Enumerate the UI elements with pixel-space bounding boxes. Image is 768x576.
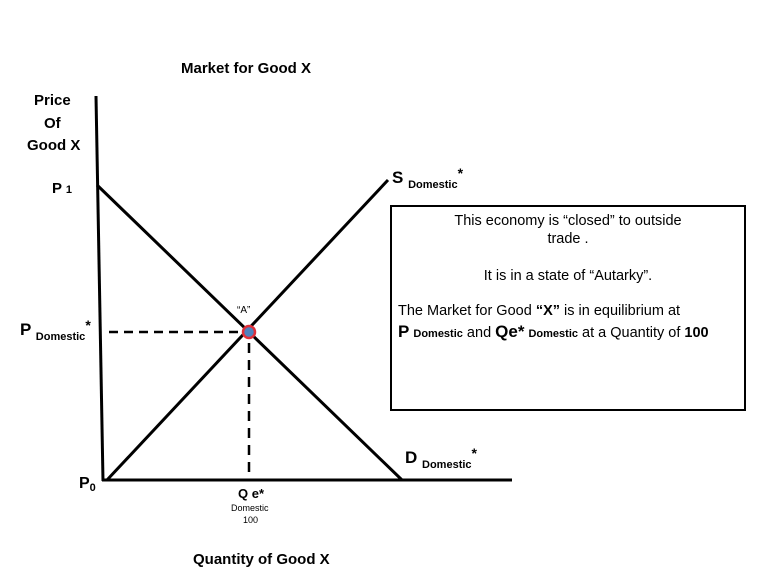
p1-main: P <box>52 180 62 197</box>
chart-title: Market for Good X <box>181 60 312 77</box>
supply-label: S Domestic* <box>392 165 464 191</box>
demand-sub: Domestic <box>422 459 472 471</box>
p0-label: P0 <box>79 475 96 494</box>
info-sub-2: Domestic <box>528 328 579 340</box>
p-domestic-star: * <box>85 317 91 333</box>
demand-main: D <box>405 448 418 467</box>
point-a-label: “A” <box>237 305 251 316</box>
p0-main: P <box>79 475 90 492</box>
info-qe: Qe* <box>495 322 525 341</box>
p-domestic-main: P <box>20 320 32 339</box>
p-domestic-label: P Domestic* <box>20 317 91 343</box>
qe-value: 100 <box>243 515 259 525</box>
info-qty: 100 <box>684 325 709 341</box>
info-line-4: The Market for Good “X” is in equilibriu… <box>392 303 744 319</box>
supply-main: S <box>392 168 404 187</box>
info-line-4a: The Market for Good <box>398 303 536 319</box>
y-axis-label-1: Price <box>34 92 71 109</box>
info-line-5: P Domestic and Qe* Domestic at a Quantit… <box>392 322 744 342</box>
y-axis-label-3: Good X <box>27 137 81 154</box>
info-line-2: trade . <box>547 231 589 247</box>
info-line-3: It is in a state of “Autarky”. <box>483 268 653 284</box>
info-and: and <box>462 325 496 341</box>
info-line-1: This economy is “closed” to outside <box>454 213 682 229</box>
info-line-4b: “X” <box>535 303 560 319</box>
p0-sub: 0 <box>89 482 96 494</box>
equilibrium-point <box>241 324 257 340</box>
x-axis-label: Quantity of Good X <box>193 551 330 568</box>
info-p: P <box>398 322 410 341</box>
p-domestic-sub: Domestic <box>35 331 86 343</box>
demand-label: D Domestic* <box>405 445 477 471</box>
y-axis <box>94 95 105 482</box>
qe-sub: Domestic <box>231 503 269 513</box>
qe-label: Q e* <box>238 486 265 501</box>
info-sub-1: Domestic <box>413 328 463 340</box>
y-axis-label-2: Of <box>44 115 61 132</box>
p1-sub: 1 <box>65 184 73 196</box>
supply-sub: Domestic <box>408 179 458 191</box>
info-line-4c: is in equilibrium at <box>559 303 681 319</box>
info-at: at a Quantity of <box>578 325 685 341</box>
demand-star: * <box>471 445 477 461</box>
supply-star: * <box>457 165 464 181</box>
p1-label: P 1 <box>52 180 72 197</box>
info-box: This economy is “closed” to outside trad… <box>390 205 746 411</box>
